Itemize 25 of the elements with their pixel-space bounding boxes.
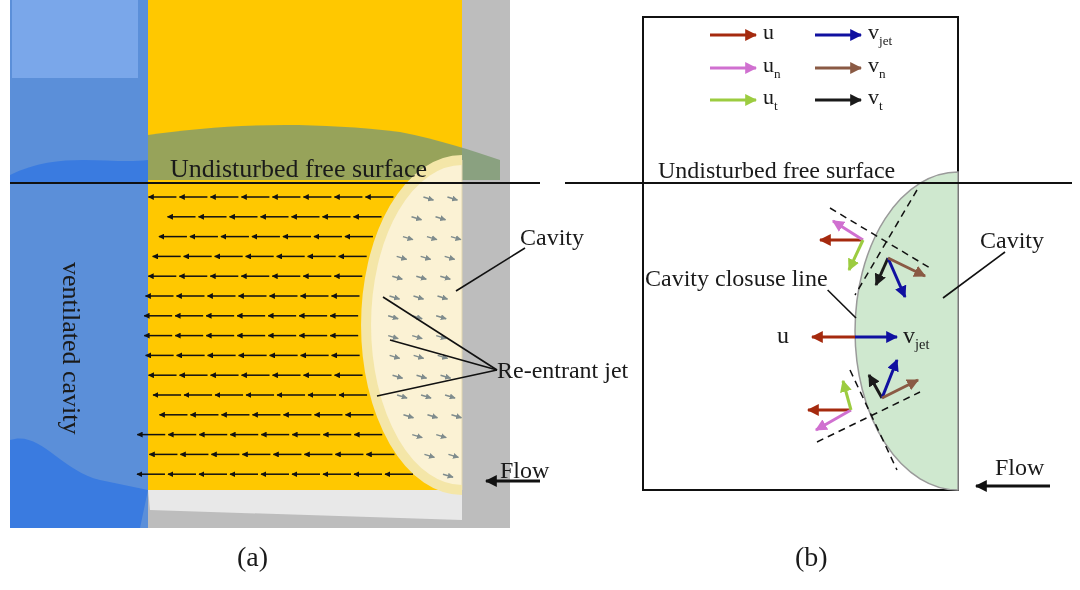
vector-label: v$_{jet}$ [903,323,930,352]
legend-label: v$_{jet}$ [868,21,893,48]
flow-label: Flow [995,455,1045,479]
callout-label: Cavity [980,228,1044,252]
free-surface-label: Undisturbed free surface [170,156,427,182]
callout-label: Cavity closuse line [645,266,828,290]
leader-line [826,289,857,319]
callout-label: Re-entrant jet [497,358,629,382]
legend-label: v$_{n}$ [868,54,886,81]
leader-line [455,247,526,292]
flow-label: Flow [500,458,550,482]
vector-label: u [777,323,789,347]
legend-label: v$_{t}$ [868,86,883,113]
leader-line [376,369,498,397]
rotated-label: ventilated cavity [58,262,84,435]
leader-line [382,296,498,371]
legend-label: u [763,21,774,43]
panel-label: (b) [795,543,828,571]
free-surface-label: Undisturbed free surface [658,158,896,182]
leader-line [389,339,498,371]
callout-label: Cavity [520,225,584,249]
legend-label: u$_{n}$ [763,54,781,81]
panel-label: (a) [237,543,269,571]
legend-label: u$_{t}$ [763,86,778,113]
leader-line [942,251,1006,299]
